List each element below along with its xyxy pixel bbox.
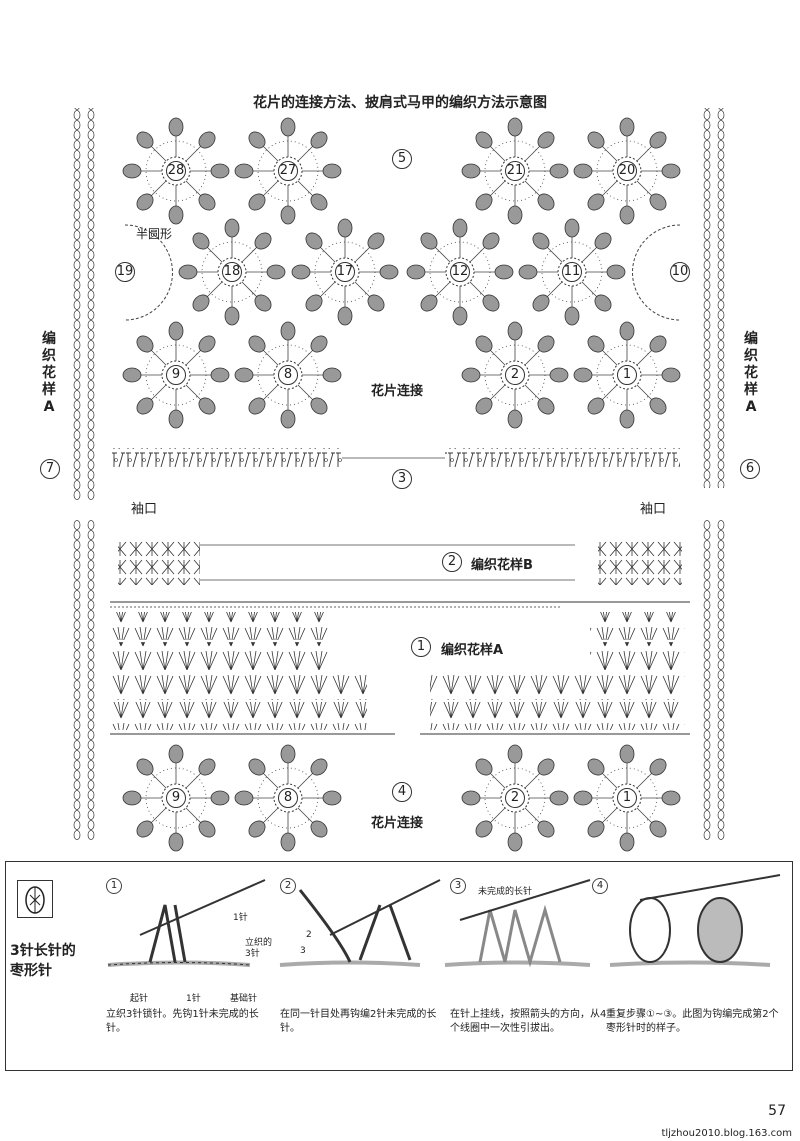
motif-number: 8 [278,365,298,385]
motif-number: 8 [278,788,298,808]
instruction-heading: 3针长针的 枣形针 [10,943,76,979]
step-text: 重复步骤①~③。此图为钩编完成第2个枣形针时的样子。 [606,1009,779,1034]
right-border-bottom [700,520,730,840]
step-text: 立织3针锁针。先钩1针未完成的长针。 [106,1009,259,1034]
left-border-top [68,108,98,500]
motif-number: 1 [617,788,637,808]
step-number: 3 [450,878,466,894]
cuff-label-right: 袖口 [640,502,667,517]
motif-number: 28 [166,161,186,181]
step2-label-2: 2 [306,930,312,940]
step1-one-stitch: 1针 [233,913,248,923]
source-url: tljzhou2010.blog.163.com [661,1128,792,1139]
motif-number: 21 [505,161,525,181]
page-title: 花片的连接方法、披肩式马甲的编织方法示意图 [253,95,547,111]
step-number: 1 [106,878,122,894]
motif-number: 2 [505,365,525,385]
motif-number: 17 [335,262,355,282]
motif-join-label-bottom: 花片连接 [371,816,424,831]
pattern-a-label: 编织花样A [441,643,504,658]
instruction-panel [5,861,793,1071]
motif-number: 12 [450,262,470,282]
step1-one-stitch-b: 1针 [186,994,201,1004]
section-number-4: 4 [392,782,412,802]
side-label-right: 编 织 花 样 A [744,331,758,415]
step1-three-stitch: 立织的 3针 [245,938,273,959]
step-text: 在同一针目处再钩编2针未完成的长针。 [280,1009,437,1034]
motif-number: 10 [670,262,690,282]
section-number-2: 2 [442,552,462,572]
step1-base-label: 基础针 [230,994,258,1004]
step2-label-3: 3 [300,946,306,956]
motif-number: 27 [278,161,298,181]
section-number-1: 1 [411,637,431,657]
motif-number: 19 [115,262,135,282]
motif-number: 1 [617,365,637,385]
section-number-5: 5 [392,149,412,169]
right-border-top [700,108,730,488]
motif-number: 20 [617,161,637,181]
pattern-b-label: 编织花样B [471,558,533,573]
half-circle-label: 半圆形 [136,227,173,241]
motif-join-label-top: 花片连接 [371,384,424,399]
motif-number: 9 [166,365,186,385]
step3-unfinished-label: 未完成的长针 [478,887,533,897]
bobble-stitch-symbol-icon [17,880,53,918]
section-number-3: 3 [392,469,412,489]
side-label-left: 编 织 花 样 A [42,331,56,415]
left-border-bottom [68,520,98,840]
step-text: 在针上挂线，按照箭头的方向，从4个线圈中一次性引拔出。 [450,1009,607,1034]
step-number: 2 [280,878,296,894]
motif-number: 11 [562,262,582,282]
page-number: 57 [768,1103,786,1119]
cuff-label-left: 袖口 [131,502,158,517]
motif-number: 18 [222,262,242,282]
step1-start-label: 起针 [130,994,149,1004]
section-number-7: 7 [40,459,60,479]
step-number: 4 [592,878,608,894]
section-number-6: 6 [740,459,760,479]
motif-number: 9 [166,788,186,808]
motif-number: 2 [505,788,525,808]
